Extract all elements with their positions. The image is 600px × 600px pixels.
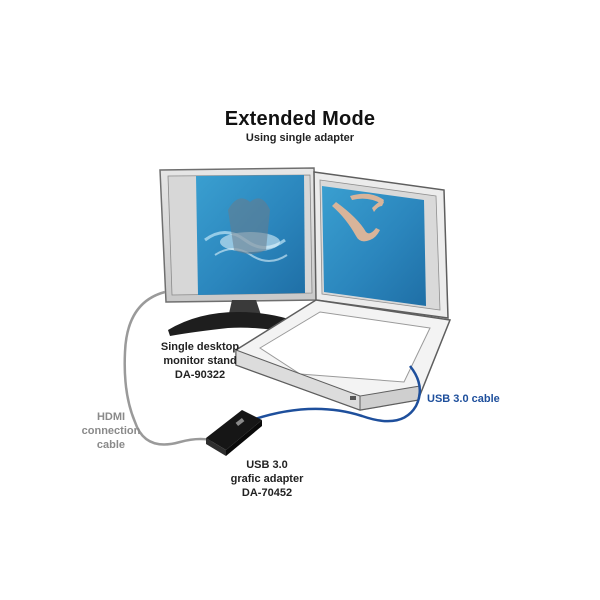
- monitor-stand-line-3: DA-90322: [174, 369, 226, 381]
- adapter-line-1: USB 3.0: [246, 459, 288, 471]
- diagram-subtitle: Using single adapter: [245, 132, 355, 144]
- hdmi-cable: [123, 290, 219, 446]
- usb-graphic-adapter: [206, 410, 262, 456]
- adapter-line-2: grafic adapter: [230, 473, 304, 485]
- monitor-stand-line-1: Single desktop: [160, 341, 240, 353]
- usb-cable: [251, 365, 422, 423]
- diagram-title: Extended Mode: [224, 108, 376, 130]
- laptop-usb-port: [350, 396, 356, 400]
- monitor-stand-label: Single desktop monitor stand DA-90322: [140, 340, 260, 382]
- adapter-line-3: DA-70452: [241, 487, 293, 499]
- desktop-monitor: [159, 167, 319, 336]
- hdmi-cable-line-3: cable: [96, 439, 126, 451]
- hdmi-cable-line-1: HDMI: [96, 411, 126, 423]
- adapter-label: USB 3.0 grafic adapter DA-70452: [212, 458, 322, 500]
- laptop: [235, 171, 452, 411]
- hdmi-cable-label: HDMI connection cable: [66, 410, 156, 452]
- usb-cable-label: USB 3.0 cable: [427, 393, 500, 405]
- monitor-stand-line-2: monitor stand: [163, 355, 237, 367]
- hdmi-cable-line-2: connection: [81, 425, 141, 437]
